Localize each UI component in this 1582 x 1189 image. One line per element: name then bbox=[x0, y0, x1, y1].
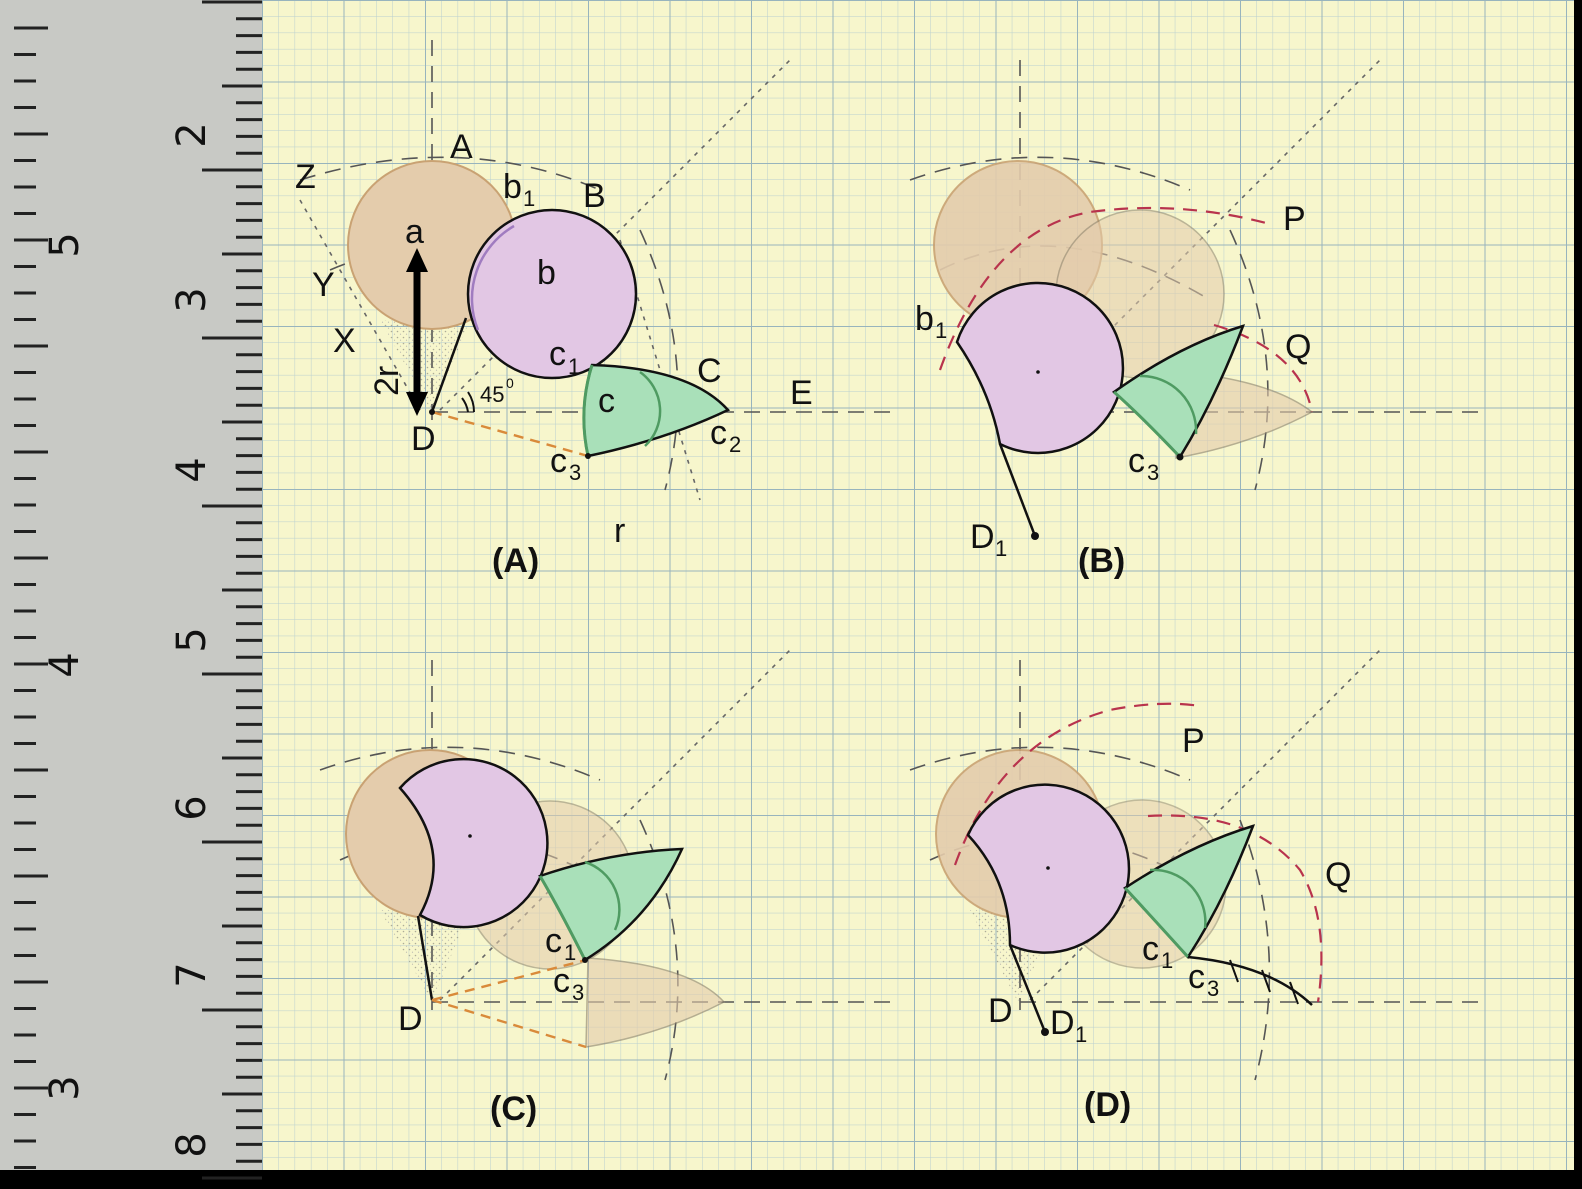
label-c1: c 1 bbox=[549, 335, 580, 379]
ruler: 2 3 4 5 6 7 8 5 4 3 bbox=[0, 0, 262, 1180]
svg-text:b: b bbox=[503, 168, 522, 206]
label-c3: c 3 bbox=[550, 442, 581, 485]
label-x: X bbox=[333, 322, 356, 360]
label-2r: 2r bbox=[368, 366, 406, 396]
label-b1: b 1 bbox=[915, 300, 947, 343]
ruler-label-7: 7 bbox=[169, 962, 215, 987]
svg-text:3: 3 bbox=[569, 460, 581, 485]
svg-text:1: 1 bbox=[564, 940, 576, 965]
svg-text:c: c bbox=[710, 414, 727, 452]
svg-text:c: c bbox=[545, 922, 562, 960]
label-d1: D 1 bbox=[970, 518, 1007, 561]
ruler-inch-label-4: 4 bbox=[42, 652, 88, 677]
label-b-lower: b bbox=[537, 254, 556, 292]
shape-b-rotated bbox=[955, 281, 1125, 455]
panel-b: P Q b 1 c 3 D 1 (B) bbox=[909, 59, 1480, 580]
label-c-upper: C bbox=[697, 352, 722, 390]
panel-c-caption: (C) bbox=[490, 1090, 537, 1128]
label-q: Q bbox=[1325, 856, 1351, 894]
label-b1: b 1 bbox=[503, 168, 535, 211]
svg-text:c: c bbox=[1128, 442, 1145, 480]
label-d: D bbox=[988, 992, 1013, 1030]
circle-b bbox=[466, 208, 638, 380]
svg-text:3: 3 bbox=[1207, 976, 1219, 1001]
svg-text:c: c bbox=[553, 962, 570, 1000]
svg-text:3: 3 bbox=[1147, 460, 1159, 485]
label-c1: c 1 bbox=[545, 922, 576, 965]
label-b-upper: B bbox=[583, 177, 606, 215]
ruler-label-2: 2 bbox=[169, 122, 215, 147]
panel-b-caption: (B) bbox=[1078, 542, 1125, 580]
panel-d: P Q D D 1 c 1 c 3 (D) bbox=[909, 649, 1480, 1124]
label-y: Y bbox=[312, 266, 335, 304]
ruler-major-labels: 2 3 4 5 6 7 8 bbox=[169, 122, 215, 1157]
svg-text:45: 45 bbox=[480, 382, 504, 407]
svg-text:1: 1 bbox=[523, 186, 535, 211]
svg-text:c: c bbox=[1142, 930, 1159, 968]
svg-text:2: 2 bbox=[729, 432, 741, 457]
svg-text:1: 1 bbox=[935, 318, 947, 343]
svg-text:1: 1 bbox=[568, 354, 580, 379]
svg-text:D: D bbox=[970, 518, 995, 556]
label-c-lower: c bbox=[598, 382, 615, 420]
label-d: D bbox=[411, 420, 436, 458]
ruler-label-3: 3 bbox=[169, 287, 215, 312]
ruler-inch-label-5: 5 bbox=[42, 232, 88, 257]
svg-text:1: 1 bbox=[995, 536, 1007, 561]
panel-a: A Z Y X B C E a b c D r 2r b 1 c 1 c 2 c… bbox=[295, 40, 900, 580]
svg-text:c: c bbox=[549, 335, 566, 373]
label-d1: D 1 bbox=[1050, 1004, 1087, 1047]
ruler-label-8: 8 bbox=[169, 1132, 215, 1157]
svg-text:b: b bbox=[915, 300, 934, 338]
svg-text:1: 1 bbox=[1075, 1022, 1087, 1047]
svg-text:0: 0 bbox=[506, 375, 514, 391]
svg-text:1: 1 bbox=[1161, 948, 1173, 973]
label-r: r bbox=[614, 512, 625, 550]
label-c3: c 3 bbox=[1188, 958, 1219, 1001]
ruler-inch-label-3: 3 bbox=[42, 1075, 88, 1100]
panel-a-caption: (A) bbox=[492, 542, 539, 580]
ruler-label-4: 4 bbox=[169, 457, 215, 482]
label-p: P bbox=[1283, 200, 1306, 238]
label-z: Z bbox=[295, 158, 316, 196]
label-p: P bbox=[1182, 722, 1205, 760]
label-a-lower: a bbox=[405, 213, 424, 251]
label-c1: c 1 bbox=[1142, 930, 1173, 973]
label-e: E bbox=[790, 374, 813, 412]
ruler-label-5: 5 bbox=[169, 627, 215, 652]
svg-text:3: 3 bbox=[572, 980, 584, 1005]
label-a-upper: A bbox=[450, 128, 473, 166]
label-q: Q bbox=[1285, 328, 1311, 366]
label-c3: c 3 bbox=[553, 962, 584, 1005]
panel-d-caption: (D) bbox=[1084, 1086, 1131, 1124]
svg-text:D: D bbox=[1050, 1004, 1075, 1042]
svg-text:c: c bbox=[1188, 958, 1205, 996]
panel-c: D c 1 c 3 (C) bbox=[319, 649, 900, 1128]
label-45-degree: 45 0 bbox=[480, 375, 514, 407]
svg-text:c: c bbox=[550, 442, 567, 480]
ruler-minor-labels: 5 4 3 bbox=[42, 232, 88, 1100]
label-c2: c 2 bbox=[710, 414, 741, 457]
label-c3: c 3 bbox=[1128, 442, 1159, 485]
label-d: D bbox=[398, 1000, 423, 1038]
shape-b-rotated bbox=[398, 757, 549, 929]
ruler-label-6: 6 bbox=[169, 795, 215, 820]
